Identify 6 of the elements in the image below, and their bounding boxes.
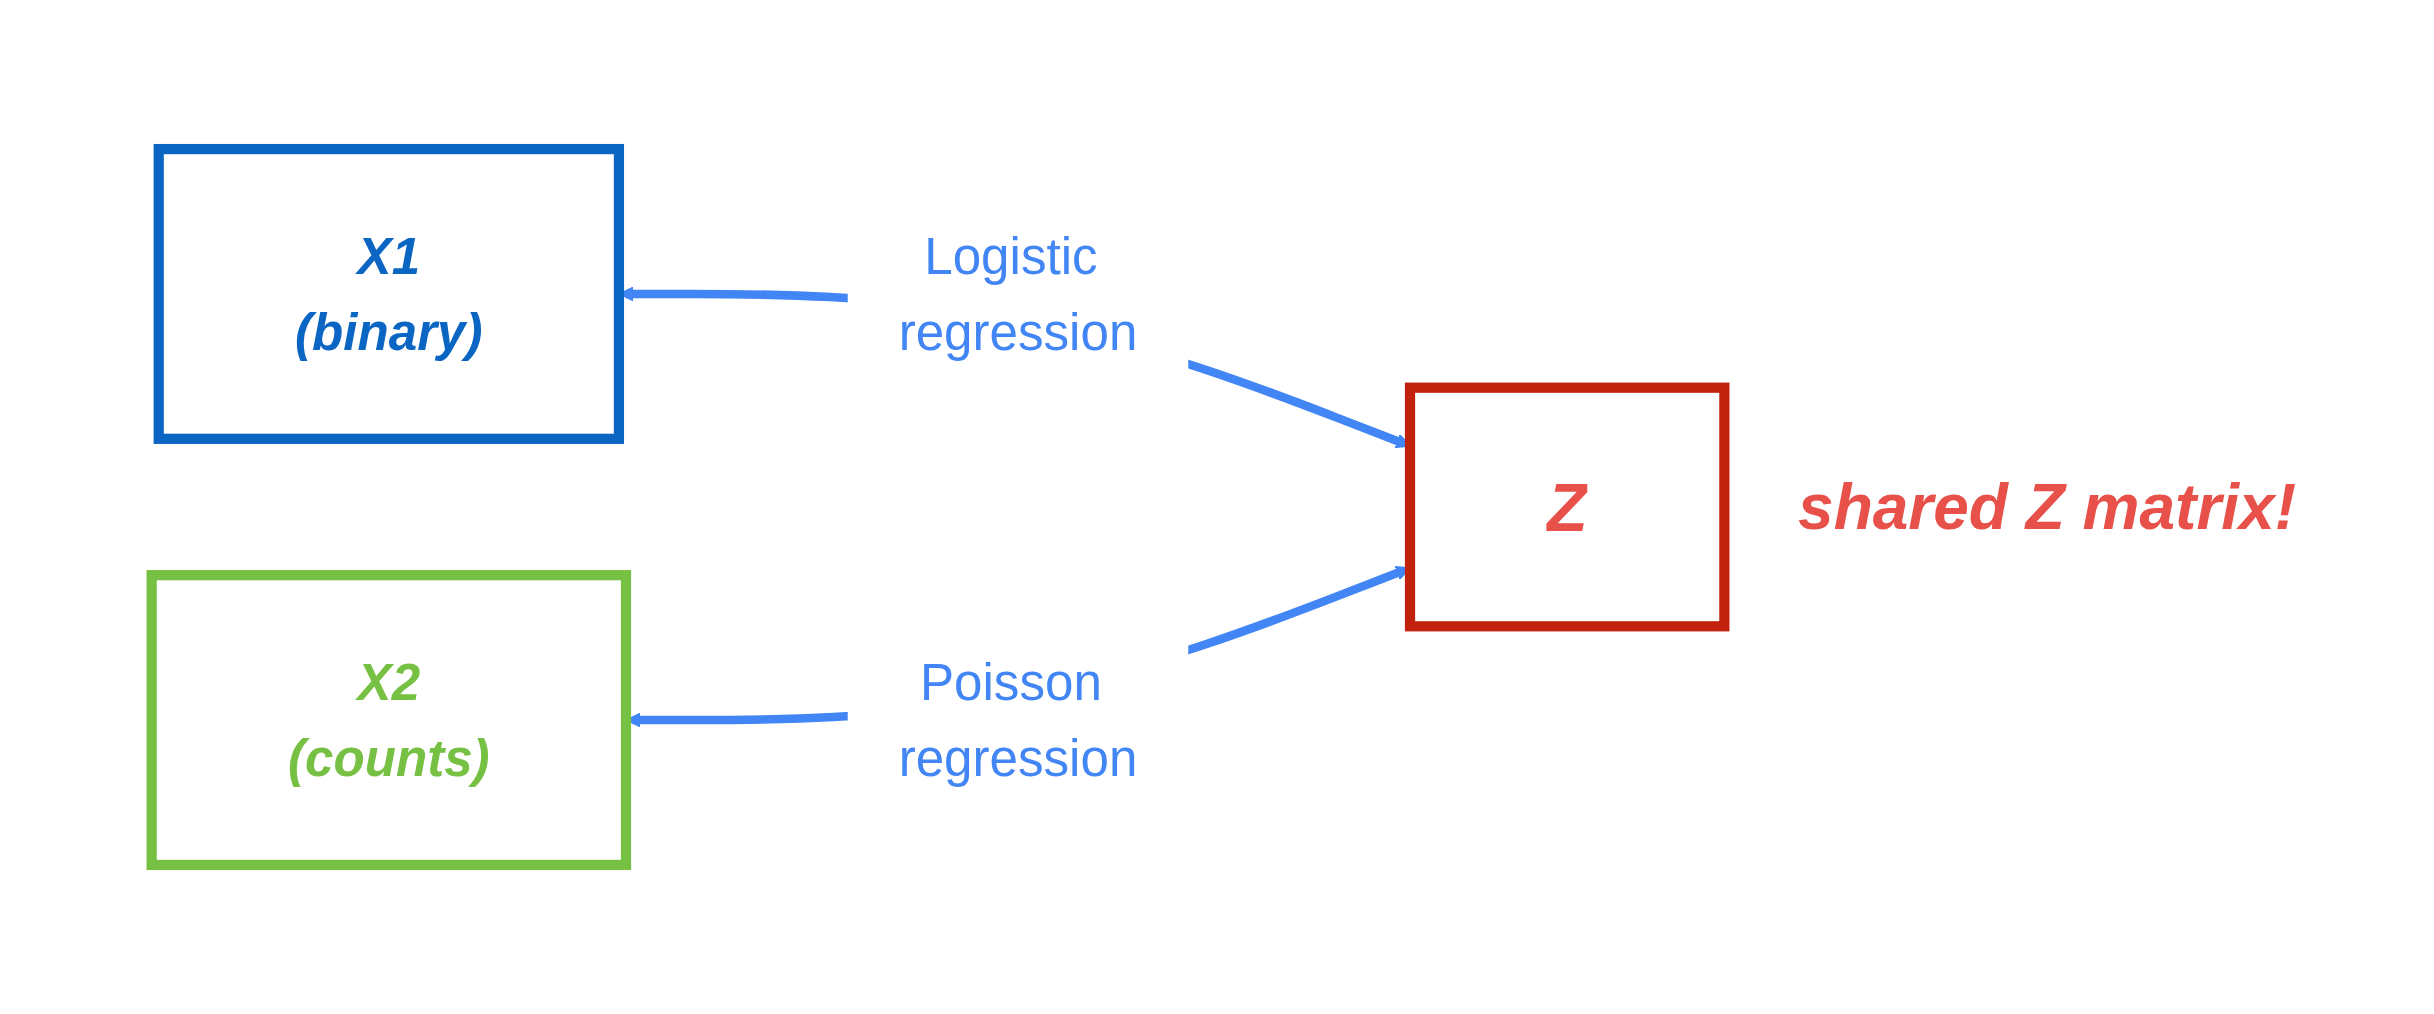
node-box: Z <box>1404 382 1730 632</box>
edge-label: Poisson regression <box>898 653 1138 787</box>
edge-label: Logistic regression <box>898 227 1138 361</box>
node-box: X2 (counts) <box>146 570 632 871</box>
node-box: X1 (binary) <box>153 143 625 444</box>
note-text: shared Z matrix! <box>1798 470 2296 544</box>
